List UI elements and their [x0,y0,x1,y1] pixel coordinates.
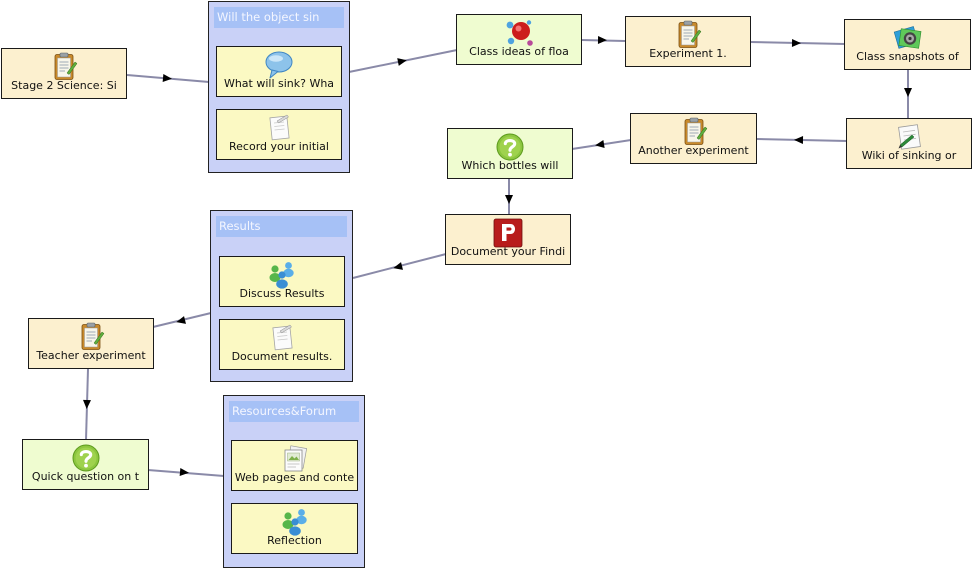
activity-label: Class snapshots of [856,50,959,63]
activity-label: Stage 2 Science: Si [11,79,117,92]
photo-gallery-icon [893,23,923,53]
activity-label: Class ideas of floa [469,45,569,58]
activity-label: Quick question on t [31,470,140,483]
group-title: Resources&Forum [229,401,359,422]
activity-label: Which bottles will [461,159,559,172]
arrowhead [83,399,91,409]
activity-label: Wiki of sinking or [861,149,957,162]
activity-label: Teacher experiment [36,349,146,362]
activity-label: What will sink? Wha [223,77,335,90]
arrowhead [397,58,407,66]
activity-class-snapshots[interactable]: Class snapshots of [844,19,971,70]
arrowhead [176,316,186,324]
activity-label: Record your initial [229,140,329,153]
activity-document-findings[interactable]: Document your Findi [445,214,571,265]
activity-teacher-experiment[interactable]: Teacher experiment [28,318,154,369]
activity-experiment-1[interactable]: Experiment 1. [625,16,751,67]
bubble-ideas-icon [504,18,534,48]
group-title: Will the object sin [214,7,344,28]
activity-quick-question[interactable]: Quick question on t [22,439,149,490]
people-forum-icon [280,507,310,537]
clipboard-icon [673,20,703,50]
group-item-web-pages[interactable]: Web pages and conte [231,440,358,491]
notebook-pen-icon [894,122,924,152]
clipboard-icon [76,322,106,352]
arrowhead [794,136,804,144]
arrowhead [162,74,172,82]
group-item-what-will-sink[interactable]: What will sink? Wha [216,46,342,97]
arrowhead [179,468,189,476]
arrowhead [393,262,403,270]
group-resources-forum[interactable]: Resources&Forum Web pages and conte Refl… [223,395,365,568]
arrowhead [597,36,607,44]
arrowhead [904,88,912,97]
activity-label: Another experiment [638,144,749,157]
arrowheads [83,36,912,476]
activity-label: Discuss Results [239,287,325,300]
group-results[interactable]: Results Discuss Results Document results… [210,210,353,382]
group-will-object-sink[interactable]: Will the object sin What will sink? Wha … [208,1,350,173]
arrowhead [791,39,801,47]
activity-another-experiment[interactable]: Another experiment [630,113,757,164]
p-letter-icon [493,218,523,248]
activity-label: Document results. [231,350,333,363]
arrowhead [595,140,605,148]
activity-stage2-science[interactable]: Stage 2 Science: Si [1,48,127,99]
clipboard-icon [679,117,709,147]
people-forum-icon [267,260,297,290]
activity-label: Experiment 1. [649,47,727,60]
question-icon [71,443,101,473]
group-title: Results [216,216,347,237]
group-item-document-results[interactable]: Document results. [219,319,345,370]
clipboard-icon [49,52,79,82]
document-pen-icon [264,113,294,143]
activity-wiki[interactable]: Wiki of sinking or [846,118,972,169]
speech-bubble-icon [264,50,294,80]
activity-label: Document your Findi [450,245,566,258]
arrowhead [505,195,513,204]
group-item-reflection[interactable]: Reflection [231,503,358,554]
activity-label: Reflection [267,534,322,547]
activity-which-bottles[interactable]: Which bottles will [447,128,573,179]
group-item-record-initial[interactable]: Record your initial [216,109,342,160]
web-pages-icon [280,444,310,474]
question-icon [495,132,525,162]
document-pen-icon [267,323,297,353]
activity-class-ideas[interactable]: Class ideas of floa [456,14,582,65]
activity-label: Web pages and conte [234,471,355,484]
group-item-discuss-results[interactable]: Discuss Results [219,256,345,307]
